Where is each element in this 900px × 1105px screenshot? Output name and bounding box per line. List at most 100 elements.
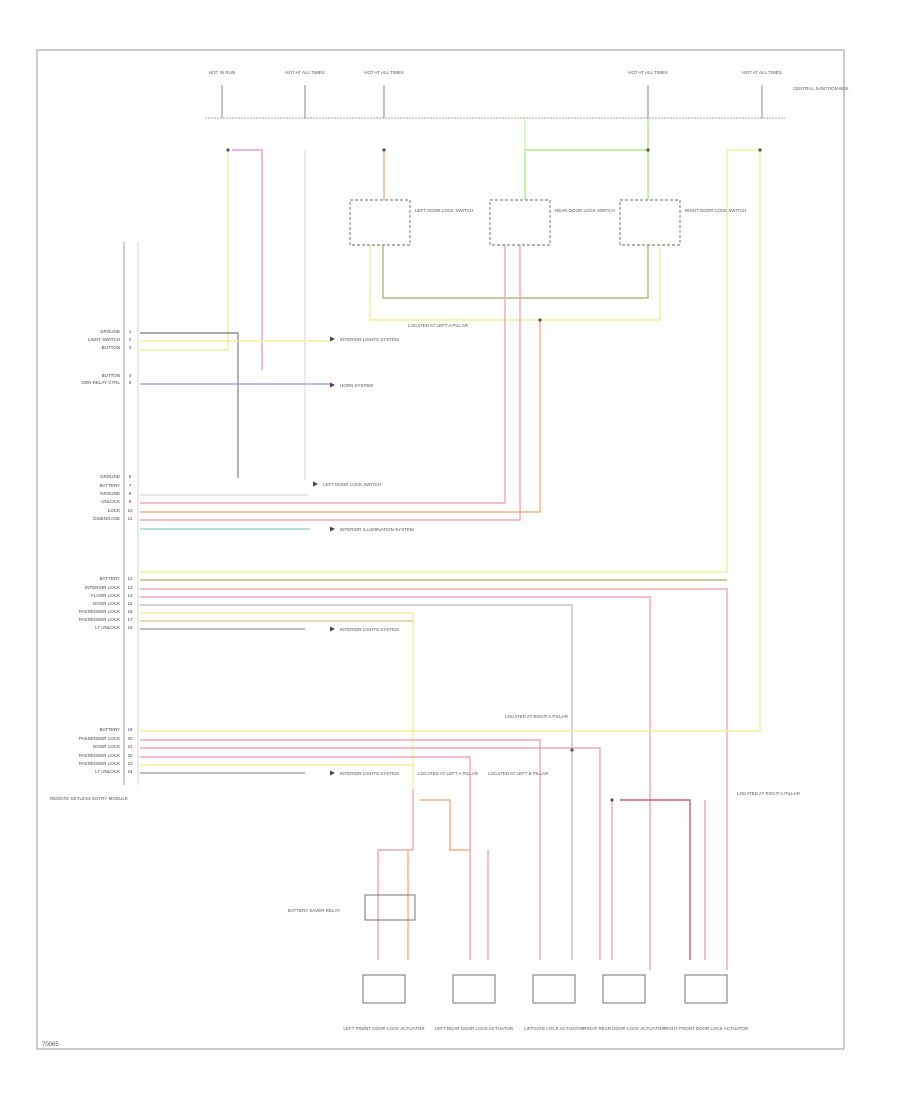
lock-switch-box xyxy=(619,199,681,246)
module-pin-label: GROUND xyxy=(100,491,121,496)
module-pin-label: DOOR LOCK xyxy=(93,744,120,749)
module-pin-number: 17 xyxy=(127,617,133,622)
wire-lock2 xyxy=(140,245,521,521)
module-pin-label: FLOOR LOCK xyxy=(91,593,120,598)
module-pin-label: PASSENGER LOCK xyxy=(79,753,120,758)
module-pin-number: 14 xyxy=(127,593,133,598)
module-pin-label: GROUND xyxy=(100,474,121,479)
lock-switch-label: RIGHT DOOR LOCK SWITCH xyxy=(685,208,746,213)
battery-saver-relay xyxy=(364,894,416,921)
splice-label: LOCATED AT LEFT A PILLAR xyxy=(418,771,479,776)
lock-switch-box xyxy=(489,199,551,246)
splice-dot xyxy=(382,148,386,152)
module-pin-label: BATTERY xyxy=(100,727,120,732)
module-pin-number: 13 xyxy=(127,585,133,590)
target-arrow xyxy=(330,526,335,532)
actuator-label: LEFT FRONT DOOR LOCK ACTUATOR xyxy=(343,1026,425,1031)
module-pin-number: 16 xyxy=(127,609,133,614)
module-pin-label: PASSENGER LOCK xyxy=(79,761,120,766)
lock-switch-box xyxy=(349,199,411,246)
fuse-label: HOT IN RUN xyxy=(209,70,235,75)
module-pin-number: 2 xyxy=(129,337,132,342)
wire-unlock xyxy=(140,245,506,504)
module-pin-number: 6 xyxy=(129,474,132,479)
module-pin-label: BUTTON xyxy=(102,373,120,378)
module-pin-number: 9 xyxy=(129,499,132,504)
door-lock-actuator xyxy=(684,974,728,1004)
diagram-id: 70065 xyxy=(42,1042,59,1048)
wire-lock xyxy=(140,320,541,513)
splice-label: LOCATED AT LEFT B PILLAR xyxy=(488,771,549,776)
target-label: INTERIOR LIGHTS SYSTEM xyxy=(340,337,399,342)
module-pin-number: 11 xyxy=(128,516,133,521)
fuse-label: HOT AT ALL TIMES xyxy=(364,70,404,75)
actuator-label: RIGHT REAR DOOR LOCK ACTUATOR xyxy=(583,1026,665,1031)
target-arrow xyxy=(313,481,318,487)
splice-label: LOCATED AT RIGHT A PILLAR xyxy=(505,714,569,719)
module-pin-label: PASSENGER LOCK xyxy=(79,736,120,741)
wire-floor-lock xyxy=(140,596,651,970)
fuse-label: HOT AT ALL TIMES xyxy=(742,70,782,75)
wire-door-lock xyxy=(140,604,573,960)
fuse-label: HOT AT ALL TIMES xyxy=(285,70,325,75)
wire-pass-lock-3 xyxy=(140,756,471,960)
target-arrow xyxy=(330,770,335,776)
wire-ground xyxy=(140,332,239,478)
wire-battery-2 xyxy=(140,150,761,732)
door-lock-actuator xyxy=(602,974,646,1004)
module-pin-number: 10 xyxy=(127,508,133,513)
wire-act1a xyxy=(377,790,414,960)
module-pin-label: DOOR LOCK xyxy=(93,601,120,606)
wire-act-orange xyxy=(420,799,470,851)
module-pin-number: 5 xyxy=(129,380,132,385)
splice-dot xyxy=(758,148,762,152)
door-lock-actuator xyxy=(452,974,496,1004)
wire-passenger-lock xyxy=(140,612,414,790)
module-pin-number: 8 xyxy=(129,491,132,496)
module-pin-number: 24 xyxy=(127,769,133,774)
module-pin-label: LOCK xyxy=(108,508,120,513)
module-pin-label: BATTERY xyxy=(100,576,120,581)
module-pin-label: LT UNLOCK xyxy=(95,625,120,630)
module-pin-number: 22 xyxy=(127,753,133,758)
module-pin-label: PASSENGER LOCK xyxy=(79,609,120,614)
wires xyxy=(140,85,763,970)
splice-dot xyxy=(538,318,542,322)
module-pin-label: BATTERY xyxy=(100,483,120,488)
wire-act5-red xyxy=(620,799,691,960)
wire-interior-lock xyxy=(140,588,728,970)
module-pin-label: PASSENGER LOCK xyxy=(79,617,120,622)
target-arrow xyxy=(330,336,335,342)
door-lock-actuator xyxy=(362,974,406,1004)
module-pin-number: 3 xyxy=(129,345,132,350)
module-pin-number: 12 xyxy=(127,576,133,581)
target-label: INTERIOR ILLUMINATION SYSTEM xyxy=(340,527,414,532)
splice-dot xyxy=(610,798,614,802)
target-arrow xyxy=(330,382,335,388)
wire-battery-trunk xyxy=(140,149,760,573)
fuse-label: HOT AT ALL TIMES xyxy=(628,70,668,75)
splice-dot xyxy=(226,148,230,152)
module-pin-label: GROUND xyxy=(100,329,121,334)
module-pin-number: 7 xyxy=(129,483,132,488)
splice-label: LOCATED AT LEFT A PILLAR xyxy=(408,323,469,328)
module-pin-number: 4 xyxy=(129,373,132,378)
target-label: INTERIOR LIGHTS SYSTEM xyxy=(340,627,399,632)
target-arrow xyxy=(330,626,335,632)
wire-pass-lock-2 xyxy=(140,739,541,960)
module-name: REMOTE KEYLESS ENTRY MODULE xyxy=(50,796,128,801)
door-lock-actuator xyxy=(532,974,576,1004)
module-pin-label: LT UNLOCK xyxy=(95,769,120,774)
module-pin-label: INTERIOR LOCK xyxy=(85,585,120,590)
actuator-label: LIFTGATE LOCK ACTUATOR xyxy=(524,1026,585,1031)
module-pin-label: GRN RELAY CTRL xyxy=(81,380,120,385)
actuator-label: LEFT REAR DOOR LOCK ACTUATOR xyxy=(435,1026,514,1031)
wire-olive-bridge xyxy=(382,245,649,299)
wire-yellow xyxy=(140,150,229,351)
wire-magenta xyxy=(232,149,263,370)
module-pin-number: 15 xyxy=(127,601,133,606)
module-pin-number: 23 xyxy=(127,761,133,766)
diagram-frame xyxy=(36,49,845,1050)
